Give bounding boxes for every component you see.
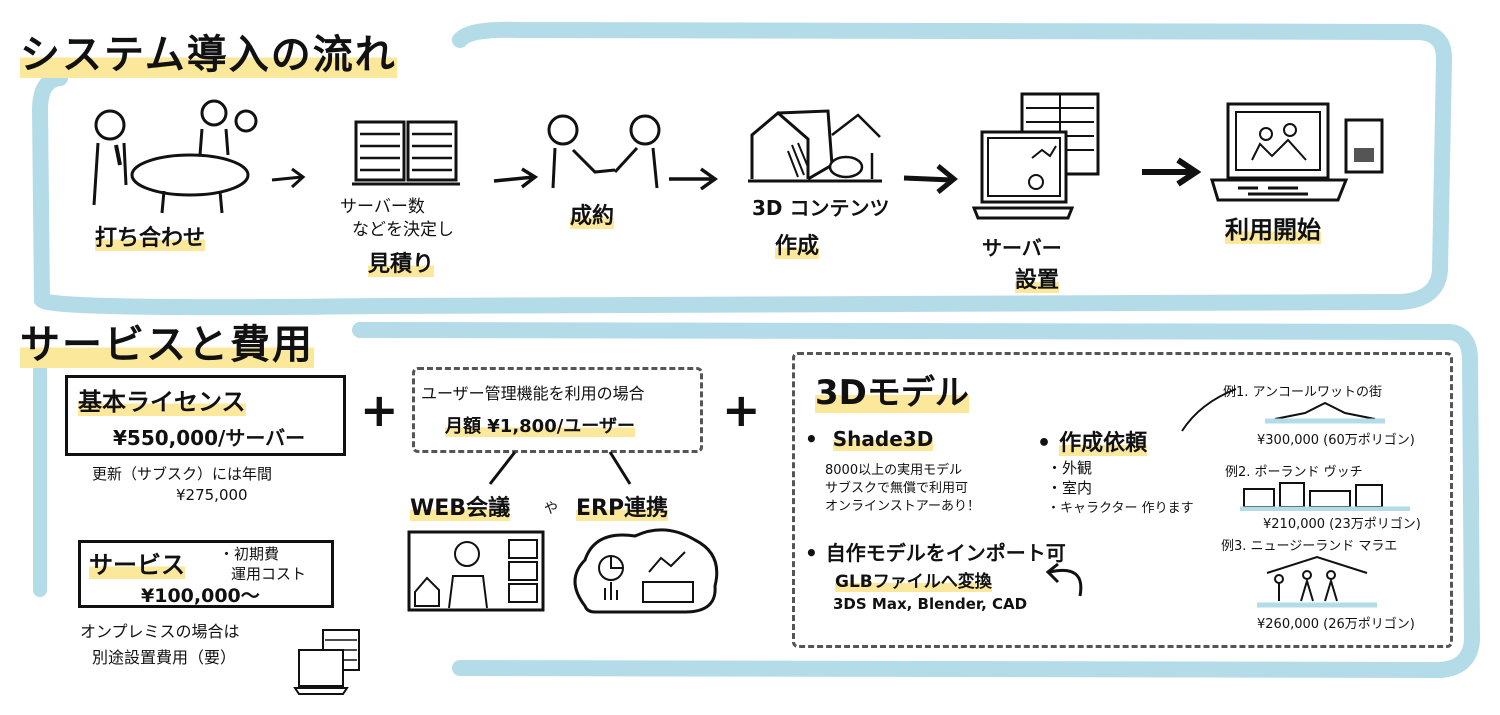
- flow-step-sublabel: などを決定し: [352, 220, 454, 240]
- arrow-icon: [669, 167, 719, 191]
- license-box: 基本ライセンス ¥550,000/サーバー: [65, 375, 346, 456]
- handshake-icon: [547, 114, 661, 189]
- flow-step-sublabel: サーバー数: [340, 197, 425, 217]
- license-title: 基本ライセンス: [78, 388, 246, 416]
- example-name: 例2. ポーランド ヴッチ: [1225, 465, 1363, 480]
- flow-step-label: 成約: [570, 204, 615, 229]
- plus-icon: +: [360, 383, 399, 437]
- video-conference-icon: [407, 530, 545, 612]
- shade-note: サブスクで無償で利用可: [825, 481, 969, 496]
- 3d-model-title: 3Dモデル: [815, 373, 969, 413]
- ya-label: や: [544, 501, 558, 517]
- flow-step-sublabel: サーバー: [982, 236, 1062, 260]
- curved-arrow-icon: [1045, 562, 1083, 597]
- onprem-note: 別途設置費用（要）: [92, 648, 237, 667]
- commission-sub: ・キャラクター 作ります: [1047, 501, 1194, 516]
- import-item: 自作モデルをインポート可: [805, 537, 1066, 566]
- services-title: サービスと費用: [20, 322, 314, 368]
- server-laptop-small-icon: [293, 629, 360, 695]
- flow-step-label: 打ち合わせ: [95, 226, 206, 251]
- laptop-video-icon: [1209, 102, 1384, 202]
- connector-line: [1181, 388, 1237, 432]
- arrow-icon: [271, 167, 306, 189]
- example-price: ¥300,000 (60万ポリゴン): [1257, 433, 1415, 448]
- temple-icon: [1265, 401, 1385, 424]
- server-rack-icon: [352, 120, 460, 186]
- marae-figures-icon: [1257, 555, 1377, 608]
- flow-step-start-use: [1208, 100, 1388, 205]
- renewal-price: ¥275,000: [176, 486, 248, 504]
- branch-lines: [488, 451, 632, 485]
- erp-label: ERP連携: [576, 496, 669, 521]
- example-name: 例3. ニュージーランド マラエ: [1221, 539, 1398, 554]
- service-title: サービス: [89, 551, 185, 579]
- flow-title: システム導入の流れ: [20, 32, 397, 78]
- glb-convert: GLBファイルへ変換: [835, 572, 992, 592]
- user-mgmt-box: ユーザー管理機能を利用の場合 月額 ¥1,800/ユーザー: [412, 367, 703, 453]
- flow-step-server-install: [972, 92, 1102, 227]
- example-price: ¥260,000 (26万ポリゴン): [1257, 617, 1415, 632]
- license-price: ¥550,000/サーバー: [113, 426, 306, 450]
- commission-sub: ・外観: [1047, 459, 1093, 477]
- commission-item: 作成依頼: [1037, 425, 1148, 457]
- server-laptop-icon: [972, 92, 1100, 220]
- arrow-icon: [1142, 157, 1202, 187]
- flow-step-label: 見積り: [368, 252, 435, 277]
- plus-icon: +: [722, 383, 761, 437]
- flow-step-contract: [545, 110, 665, 190]
- cloud-analytics-icon: [573, 528, 719, 614]
- flow-step-meeting: [80, 95, 260, 215]
- user-mgmt-price: 月額 ¥1,800/ユーザー: [445, 416, 635, 437]
- service-price: ¥100,000〜: [141, 585, 260, 607]
- city-buildings-icon: [1240, 482, 1410, 511]
- flow-step-sublabel: 3D コンテンツ: [752, 196, 890, 220]
- shade-note: オンラインストアーあり！: [825, 499, 980, 514]
- onprem-note: オンプレミスの場合は: [80, 622, 240, 641]
- flow-step-estimate: [352, 118, 462, 188]
- arrow-icon: [903, 164, 958, 194]
- shade3d-item: Shade3D: [805, 427, 934, 451]
- flow-step-label: 利用開始: [1225, 216, 1321, 244]
- example-price: ¥210,000 (23万ポリゴン): [1263, 517, 1421, 532]
- meeting-icon: [92, 99, 258, 214]
- shade-note: 8000以上の実用モデル: [825, 463, 963, 478]
- flow-step-3d-content: [748, 105, 883, 185]
- 3d-model-box: 3Dモデル Shade3D 8000以上の実用モデル サブスクで無償で利用可 オ…: [792, 352, 1453, 648]
- arrow-icon: [493, 167, 539, 189]
- web-meeting-label: WEB会議: [410, 496, 511, 521]
- flow-step-label: 設置: [1015, 268, 1060, 293]
- flow-step-label: 作成: [775, 234, 820, 259]
- commission-sub: ・室内: [1047, 479, 1093, 497]
- service-note: ・初期費: [219, 545, 280, 563]
- import-formats: 3DS Max, Blender, CAD: [833, 595, 1028, 613]
- service-box: サービス ・初期費 運用コスト ¥100,000〜: [78, 540, 334, 608]
- example-name: 例1. アンコールワットの街: [1223, 385, 1383, 400]
- renewal-note: 更新（サブスク）には年間: [92, 465, 273, 483]
- service-note: 運用コスト: [231, 565, 307, 583]
- 3d-house-icon: [748, 109, 882, 183]
- user-mgmt-line1: ユーザー管理機能を利用の場合: [421, 384, 645, 403]
